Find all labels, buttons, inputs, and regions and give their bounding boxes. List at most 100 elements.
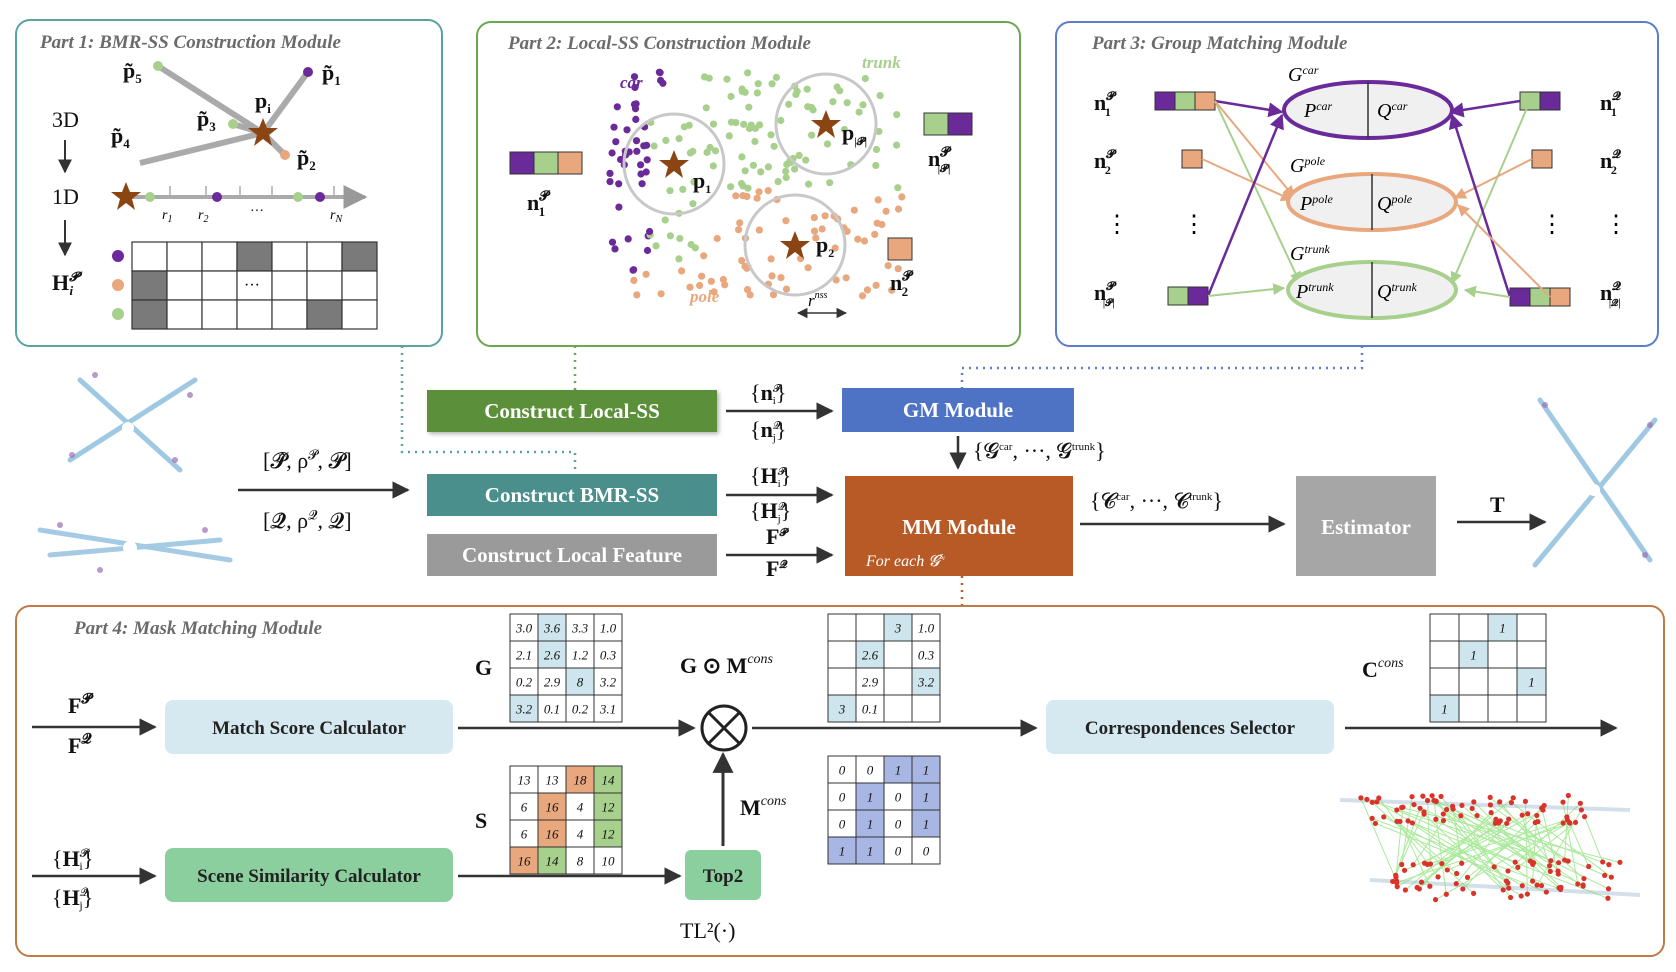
keypoint — [1418, 879, 1425, 885]
correspondence-line — [1376, 801, 1523, 887]
point — [630, 276, 638, 284]
matrix-cell-value: 1.2 — [572, 648, 589, 663]
keypoint — [1507, 894, 1514, 901]
correspondence-line — [1455, 818, 1510, 884]
target-input-label: [𝓠̂, ρ𝓠, 𝓠] — [263, 507, 352, 533]
point — [832, 276, 840, 284]
correspondence-line — [1412, 822, 1609, 899]
point — [792, 90, 800, 98]
keypoint — [1547, 868, 1553, 874]
keypoint — [1487, 802, 1493, 808]
matrix-cell-value: 0 — [895, 790, 902, 805]
point — [740, 120, 748, 128]
matrix-cell — [1516, 640, 1547, 669]
matrix-cell-value: 0.3 — [918, 648, 935, 663]
p1-label-2: p1 — [693, 168, 711, 196]
correspondence-line — [1371, 801, 1474, 894]
h-cell — [166, 299, 203, 330]
matrix-cell — [855, 640, 885, 669]
keypoint — [1409, 820, 1415, 826]
matrix-cell — [883, 667, 913, 696]
keypoint — [1460, 886, 1466, 892]
scene-similarity-calculator-box[interactable]: Scene Similarity Calculator — [165, 848, 453, 902]
point — [769, 291, 778, 299]
matrix-cell-value: 0.2 — [516, 675, 533, 690]
estimator-box[interactable]: Estimator — [1296, 476, 1436, 576]
point — [802, 156, 810, 164]
svg-text:⋮: ⋮ — [1604, 212, 1628, 238]
correspondence-line — [1395, 807, 1404, 878]
matrix-cell — [827, 694, 857, 723]
keypoint — [1577, 800, 1583, 806]
keypoint — [1565, 792, 1571, 799]
svg-text:Construct Local Feature: Construct Local Feature — [462, 543, 682, 567]
correspondence-line — [1507, 802, 1581, 872]
keypoint — [1546, 863, 1553, 869]
keypoint — [1427, 883, 1433, 889]
matrix-cell — [593, 819, 623, 848]
point — [893, 111, 901, 119]
point — [676, 234, 684, 243]
point — [680, 123, 689, 131]
point — [898, 193, 906, 201]
point — [741, 167, 749, 175]
svg-text:MM Module: MM Module — [902, 515, 1016, 539]
point — [843, 99, 851, 107]
gm-module-box[interactable]: GM Module — [842, 388, 1074, 432]
point — [678, 267, 686, 275]
correspondence-line — [1564, 795, 1569, 861]
keypoint — [1504, 820, 1510, 827]
match-score-calculator-box[interactable]: Match Score Calculator — [165, 700, 453, 754]
point — [809, 106, 817, 114]
point — [767, 255, 775, 263]
mm-module-box[interactable]: MM Module For each 𝓖sᵢ — [845, 476, 1073, 576]
car-label: car — [620, 73, 643, 92]
keypoint — [1488, 810, 1494, 816]
correspondence-line — [1401, 807, 1621, 863]
correspondence-line — [1435, 818, 1542, 886]
point — [633, 147, 641, 155]
correspondence-line — [1412, 820, 1444, 866]
keypoint — [1474, 812, 1480, 819]
point — [753, 194, 761, 202]
keypoint — [1560, 799, 1566, 805]
keypoint — [1376, 795, 1382, 801]
matrix-cell — [827, 836, 857, 865]
keypoint — [1510, 795, 1516, 801]
point — [738, 257, 746, 265]
top2-box[interactable]: Top2 — [685, 850, 761, 900]
point — [861, 74, 869, 83]
correspondence-line — [1441, 809, 1544, 865]
keypoint — [1555, 871, 1561, 877]
svg-text:Pcar: Pcar — [1303, 99, 1333, 122]
keypoint — [1433, 816, 1439, 822]
matrix-cell — [509, 613, 539, 642]
s-label: S — [475, 808, 487, 833]
keypoint — [1372, 820, 1379, 826]
keypoint — [1543, 889, 1549, 895]
r-dots: ··· — [250, 204, 264, 219]
h-cell — [166, 270, 203, 301]
matrix-cell — [509, 792, 539, 821]
construct-local-ss-box[interactable]: Construct Local-SS — [427, 390, 717, 432]
point — [757, 168, 765, 176]
construct-local-feature-box[interactable]: Construct Local Feature — [427, 534, 717, 576]
matrix-cell-value: 0 — [839, 817, 846, 832]
point — [642, 270, 650, 278]
keypoint — [1411, 801, 1417, 808]
correspondences-selector-box[interactable]: Correspondences Selector — [1046, 700, 1334, 754]
point — [679, 185, 687, 193]
keypoint — [1506, 885, 1512, 891]
keypoint — [1381, 814, 1387, 820]
matrix-cell-value: 0 — [867, 763, 874, 778]
dim-1d-label: 1D — [52, 184, 79, 209]
point — [842, 274, 850, 282]
matrix-cell-value: 0 — [895, 844, 902, 859]
rnss-label: rnss — [808, 290, 828, 310]
construct-bmr-ss-box[interactable]: Construct BMR-SS — [427, 474, 717, 516]
matrix-cell-value: 0 — [895, 817, 902, 832]
keypoint — [1617, 859, 1623, 865]
point — [768, 80, 776, 88]
matrix-cell — [537, 792, 567, 821]
